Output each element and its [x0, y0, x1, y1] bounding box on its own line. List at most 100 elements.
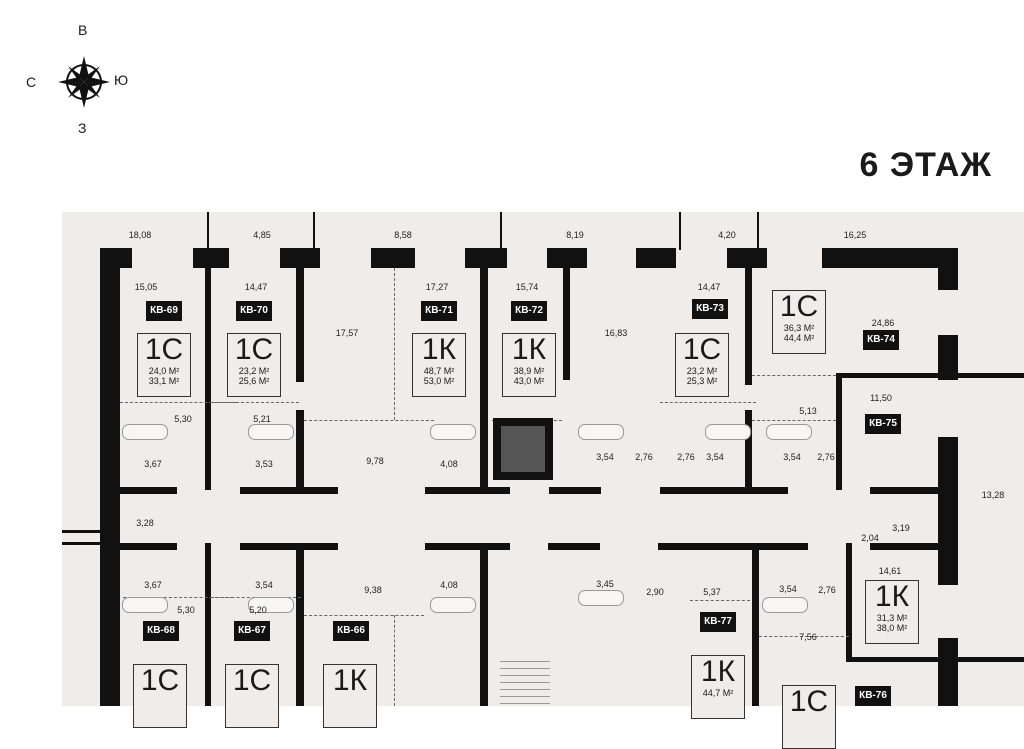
wall [660, 487, 788, 494]
room-area: 5,30 [174, 414, 192, 424]
compass-west: С [26, 74, 37, 90]
wall [280, 248, 320, 268]
room-area: 3,54 [783, 452, 801, 462]
room-area: 2,90 [646, 587, 664, 597]
apartment-card-76[interactable]: 1С [782, 685, 836, 749]
zone-divider [394, 268, 395, 420]
room-area: 3,67 [144, 580, 162, 590]
balcony-area: 4,20 [718, 230, 736, 240]
wall [240, 487, 338, 494]
room-area: 3,54 [596, 452, 614, 462]
wall [938, 335, 958, 380]
apartment-card-73[interactable]: 1С 23,2 М² 25,3 М² [675, 333, 729, 397]
apartment-tag-77[interactable]: КВ-77 [700, 612, 736, 632]
apartment-tag-72[interactable]: КВ-72 [511, 301, 547, 321]
apartment-tag-67[interactable]: КВ-67 [234, 621, 270, 641]
apartment-tag-73[interactable]: КВ-73 [692, 299, 728, 319]
wall [425, 487, 510, 494]
apartment-tag-74[interactable]: КВ-74 [863, 330, 899, 350]
wall [745, 268, 752, 385]
room-area: 3,28 [136, 518, 154, 528]
wall [296, 268, 304, 382]
apartment-tag-71[interactable]: КВ-71 [421, 301, 457, 321]
apartment-type: 1С [682, 333, 722, 366]
total-area: 53,0 М² [423, 376, 455, 386]
room-area: 2,76 [635, 452, 653, 462]
apartment-tag-68[interactable]: КВ-68 [143, 621, 179, 641]
room-area: 5,20 [249, 605, 267, 615]
room-area: 24,86 [871, 318, 895, 328]
room-area: 14,47 [244, 282, 268, 292]
balcony-divider [679, 212, 681, 250]
bathtub-icon [122, 597, 168, 613]
room-area: 17,27 [425, 282, 449, 292]
staircase [500, 655, 550, 706]
zone-divider [752, 375, 836, 376]
zone-divider [211, 402, 299, 403]
wall [240, 543, 338, 550]
apartment-card-77[interactable]: 1К 44,7 М² [691, 655, 745, 719]
elevator [493, 418, 553, 480]
room-area: 3,19 [892, 523, 910, 533]
apartment-card-70[interactable]: 1С 23,2 М² 25,6 М² [227, 333, 281, 397]
apartment-tag-69[interactable]: КВ-69 [146, 301, 182, 321]
apartment-card-71[interactable]: 1К 48,7 М² 53,0 М² [412, 333, 466, 397]
room-area: 3,67 [144, 459, 162, 469]
apartment-card-67[interactable]: 1С [225, 664, 279, 728]
balcony-area: 18,08 [128, 230, 152, 240]
wall [548, 543, 600, 550]
room-area: 3,53 [255, 459, 273, 469]
room-area: 5,37 [703, 587, 721, 597]
wall [745, 410, 752, 490]
total-area: 25,3 М² [686, 376, 718, 386]
bathtub-icon [762, 597, 808, 613]
room-area: 14,61 [878, 566, 902, 576]
apartment-tag-75[interactable]: КВ-75 [865, 414, 901, 434]
bathtub-icon [248, 424, 294, 440]
zone-divider [394, 615, 395, 706]
bathtub-icon [430, 597, 476, 613]
wall [636, 248, 676, 268]
apartment-type: 1С [144, 333, 184, 366]
wall [480, 268, 488, 490]
room-area: 17,57 [335, 328, 359, 338]
room-area: 2,04 [861, 533, 879, 543]
apartment-card-66[interactable]: 1К [323, 664, 377, 728]
living-area: 24,0 М² [148, 366, 180, 376]
zone-divider [123, 597, 233, 598]
room-area: 16,83 [604, 328, 628, 338]
apartment-card-69[interactable]: 1С 24,0 М² 33,1 М² [137, 333, 191, 397]
balcony-divider [313, 212, 315, 250]
apartment-tag-66[interactable]: КВ-66 [333, 621, 369, 641]
wall [371, 248, 415, 268]
room-area: 13,28 [981, 490, 1005, 500]
wall [846, 543, 852, 660]
wall [822, 248, 958, 268]
apartment-card-68[interactable]: 1С [133, 664, 187, 728]
wall [425, 543, 510, 550]
apartment-type: 1С [234, 333, 274, 366]
living-area: 23,2 М² [238, 366, 270, 376]
room-area: 4,08 [440, 580, 458, 590]
apartment-card-72[interactable]: 1К 38,9 М² 43,0 М² [502, 333, 556, 397]
living-area: 38,9 М² [513, 366, 545, 376]
room-area: 3,45 [596, 579, 614, 589]
wall [549, 487, 601, 494]
room-area: 11,50 [870, 393, 892, 403]
wall [938, 248, 958, 290]
balcony-area: 8,19 [566, 230, 584, 240]
apartment-tag-70[interactable]: КВ-70 [236, 301, 272, 321]
apartment-tag-76[interactable]: КВ-76 [855, 686, 891, 706]
room-area: 5,30 [177, 605, 195, 615]
bathtub-icon [430, 424, 476, 440]
balcony-divider [207, 212, 209, 250]
room-area: 3,54 [779, 584, 797, 594]
wall [836, 373, 1024, 378]
apartment-type: 1С [779, 290, 819, 323]
room-area: 15,05 [134, 282, 158, 292]
zone-divider [759, 636, 849, 637]
apartment-card-74[interactable]: 1С 36,3 М² 44,4 М² [772, 290, 826, 354]
apartment-type: 1С [789, 685, 829, 718]
apartment-card-75[interactable]: 1К 31,3 М² 38,0 М² [865, 580, 919, 644]
apartment-type: 1К [511, 333, 547, 366]
